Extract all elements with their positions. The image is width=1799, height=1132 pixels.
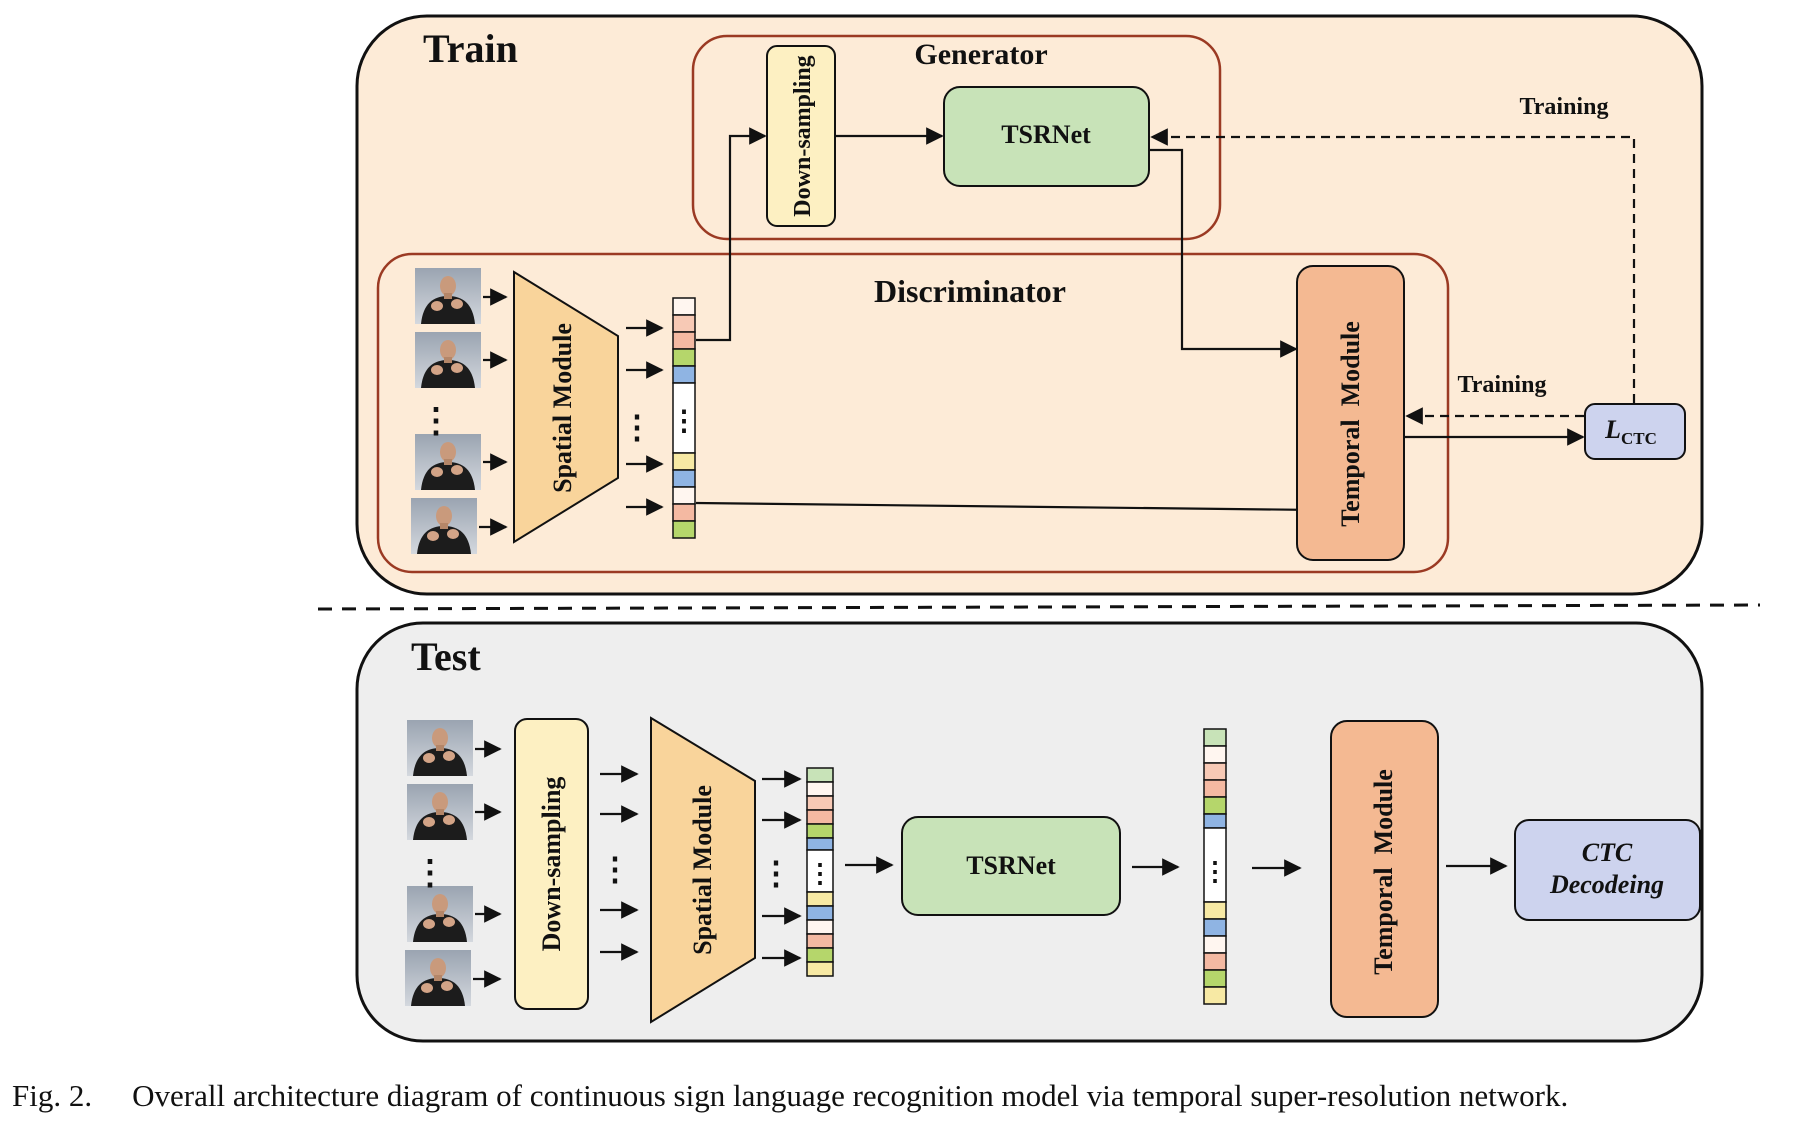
train-mid-ellipsis: ⋮ (621, 409, 653, 445)
train-feature-to-temporal-arrow (695, 501, 1320, 519)
ctc-decoding-line2: Decodeing (1549, 870, 1664, 899)
train-tsrnet-to-temporal-arrow (1150, 148, 1298, 358)
training-label-mid: Training (1458, 372, 1547, 398)
train-downsampling-box (766, 45, 836, 227)
caption-text: Overall architecture diagram of continuo… (132, 1078, 1569, 1113)
figure-number: Fig. 2. (12, 1078, 93, 1113)
loss-ctc-label: LCTC (1604, 415, 1657, 448)
generator-label: Generator (914, 38, 1047, 71)
train-loss-to-tsrnet-dashed-arrow (1150, 128, 1636, 403)
test-temporal-label: Temporal Module (1369, 769, 1398, 975)
train-tsrnet-label: TSRNet (1001, 120, 1091, 149)
test-frames-ellipsis: ⋮ (413, 855, 447, 892)
train-frame-4 (411, 498, 477, 554)
test-frame-4 (405, 950, 471, 1006)
train-temporal-module (1296, 265, 1405, 561)
train-test-divider (317, 603, 1761, 611)
train-frame-arrows (479, 288, 508, 536)
test-spatial-out-arrows (762, 770, 802, 967)
test-downsampling-out-arrows (600, 765, 639, 961)
train-frame-2 (415, 332, 481, 388)
train-feature-ellipsis: ⋮ (670, 406, 698, 437)
test-spatial-module (650, 716, 756, 1024)
train-tsrnet-box (943, 86, 1150, 187)
loss-ctc-main: L (1604, 415, 1621, 444)
train-frame-1 (415, 268, 481, 324)
test-downsampling-label: Down-sampling (537, 777, 566, 952)
test-spatial-label: Spatial Module (688, 785, 717, 955)
loss-ctc-subscript: CTC (1621, 429, 1657, 448)
train-spatial-label: Spatial Module (548, 323, 577, 493)
train-feature-to-downsampling-arrow (696, 127, 767, 342)
train-feature-column (672, 297, 696, 539)
test-frame-2 (407, 784, 473, 840)
discriminator-label: Discriminator (874, 273, 1066, 309)
train-downsampling-label: Down-sampling (790, 55, 816, 216)
test-tsrnet-label: TSRNet (966, 851, 1056, 880)
test-downsampling-ellipsis: ⋮ (599, 851, 631, 887)
test-frame-1 (407, 720, 473, 776)
test-spatial-ellipsis: ⋮ (760, 855, 792, 891)
test-temporal-module (1330, 720, 1439, 1018)
test-frame-arrows (473, 740, 502, 988)
train-spatial-module (513, 270, 619, 544)
train-spatial-out-arrows (626, 319, 664, 516)
training-label-top: Training (1520, 94, 1609, 120)
test-downsampling-box (514, 718, 589, 1010)
ctc-decoding-box (1514, 819, 1701, 921)
train-frame-3 (415, 434, 481, 490)
loss-ctc-box (1584, 403, 1686, 460)
test-feature-column-1 (806, 767, 834, 977)
train-frames-ellipsis: ⋮ (419, 403, 453, 440)
train-title: Train (423, 26, 518, 71)
train-temporal-label: Temporal Module (1336, 321, 1365, 527)
test-frame-3 (407, 886, 473, 942)
figure-caption: Fig. 2. Overall architecture diagram of c… (12, 1078, 1568, 1114)
test-feature-1-ellipsis: ⋮ (807, 859, 833, 888)
test-title: Test (411, 634, 481, 679)
test-tsrnet-box (901, 816, 1121, 916)
ctc-decoding-line1: CTC (1582, 838, 1633, 867)
test-feature-2-ellipsis: ⋮ (1202, 857, 1228, 886)
test-feature-column-2 (1203, 728, 1227, 1005)
discriminator-box (376, 252, 1450, 574)
